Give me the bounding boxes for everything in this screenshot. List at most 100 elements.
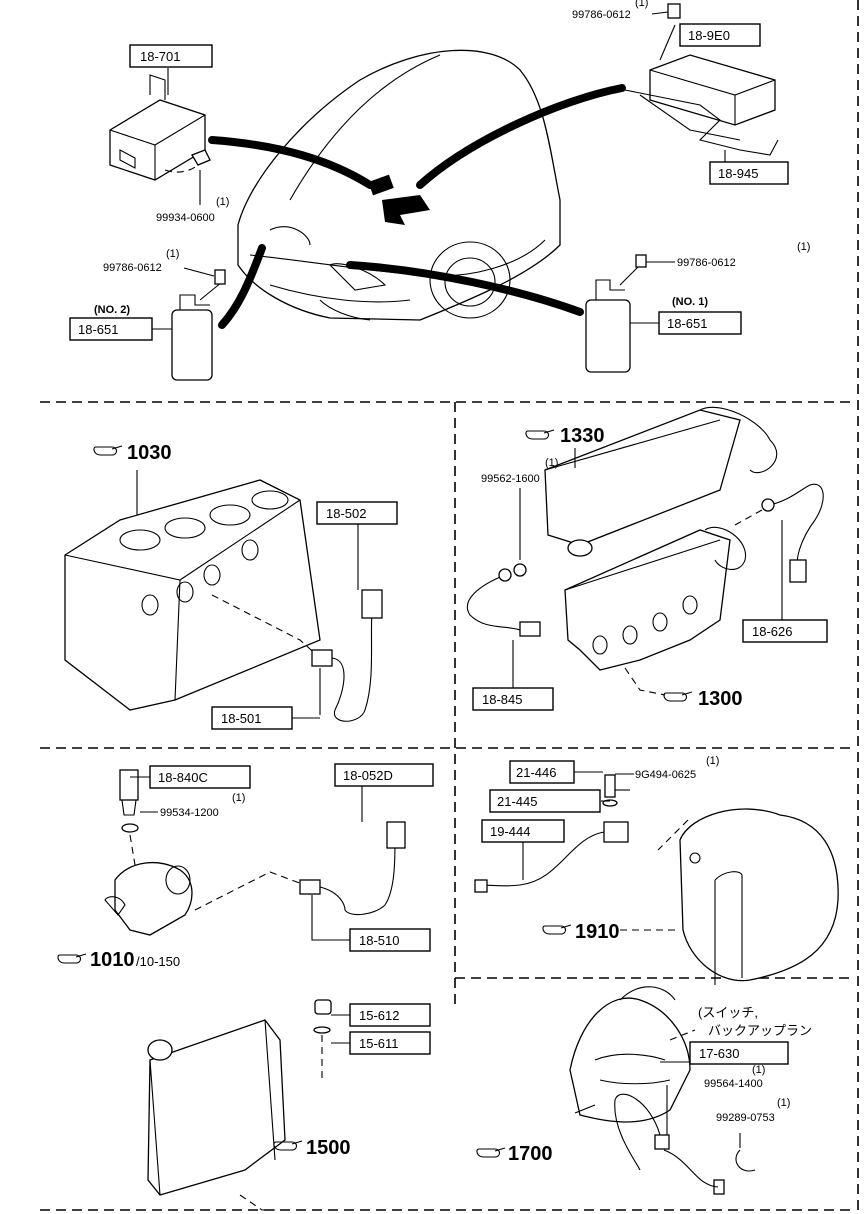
reference-1700[interactable]: 1700 [476,1143,553,1165]
leader-line [574,1104,596,1114]
part-label-19-444: 19-444 [490,824,530,839]
label-box [472,687,554,711]
module-18-701 [109,74,211,181]
label-box [689,1041,789,1065]
leader-line [651,11,669,15]
qty-99562: (1) [545,457,558,469]
pointing-hand-icon [57,953,87,964]
dashed-leader [734,509,763,526]
pointing-hand-icon [273,1140,303,1151]
switch-17-630 [614,1093,725,1195]
part-label-18-701: 18-701 [140,49,180,64]
sensor-18-510 [299,821,406,916]
part-number-99786-0612-left: 99786-0612 [103,262,162,274]
part-label-18-510: 18-510 [359,933,399,948]
label-box [481,819,565,843]
ref-number-1500: 1500 [306,1137,351,1159]
ref-number-1010: 1010 [90,949,135,971]
ref-number-1700: 1700 [508,1143,553,1165]
reference-1030[interactable]: 1030 [93,442,172,464]
part-label-18-052d: 18-052D [343,768,393,783]
dashed-leader [164,164,199,173]
bolt-21-446 [604,774,616,798]
part-number-99934-0600: 99934-0600 [156,212,215,224]
part-label-18-501: 18-501 [221,711,261,726]
label-box [334,763,434,787]
part-label-18-651-no1: 18-651 [667,316,707,331]
part-label-18-945: 18-945 [718,166,758,181]
qty-99564: (1) [752,1064,765,1076]
o2-sensor-18-626 [761,483,824,583]
dashed-leader [194,871,306,911]
qty-99786-right: (1) [797,241,810,253]
label-box [349,928,431,952]
label-box [149,765,251,789]
dashed-leader [129,834,136,866]
horn-18-651-no2 [171,269,226,381]
ref-number-1910: 1910 [575,921,620,943]
part-number-99562-1600: 99562-1600 [481,473,540,485]
radiator-1500 [147,999,332,1196]
note-backup-lamp: バックアップラン [708,1023,812,1038]
note-switch-backup: (スイッチ, [698,1005,758,1020]
dashed-leader [669,1029,696,1041]
connector-line [346,261,584,316]
leader-line [311,895,350,941]
part-label-18-651-no2: 18-651 [78,322,118,337]
dashed-leader [239,1194,275,1211]
qty-99786-left: (1) [166,248,179,260]
exhaust-manifold-1300 [564,526,746,671]
connector-line [218,244,266,329]
horn-no2-label: (NO. 2) [94,304,130,316]
reference-1010[interactable]: 1010 /10-150 [57,949,180,971]
label-box [679,23,761,47]
module-18-9e0 [624,24,779,156]
ref-number-1030: 1030 [127,442,172,464]
part-label-15-612: 15-612 [359,1008,399,1023]
pointing-hand-icon [663,691,693,702]
ref-number-10-150: /10-150 [136,954,180,969]
reference-1300[interactable]: 1300 [663,688,743,710]
reference-1910[interactable]: 1910 [542,921,620,943]
part-label-18-845: 18-845 [482,692,522,707]
o2-sensor-18-845 [466,568,541,637]
reference-1500[interactable]: 1500 [273,1137,351,1159]
part-label-17-630: 17-630 [699,1046,739,1061]
thermostat-housing-1010 [104,861,193,936]
pointing-hand-icon [93,445,123,456]
clip-99289 [735,1149,756,1172]
dashed-leader [624,667,666,696]
reference-1330[interactable]: 1330 [525,425,605,447]
qty-99934: (1) [216,196,229,208]
transmission-1700 [569,986,691,1123]
label-box [509,760,575,784]
label-box [316,501,398,525]
horn-no1-label: (NO. 1) [672,296,708,308]
engine-block-1030 [64,479,321,711]
transaxle-1910 [679,808,839,985]
sensor-18-840c [119,769,139,833]
part-label-18-626: 18-626 [752,624,792,639]
gasket-99562 [513,563,527,577]
label-box [489,789,601,813]
label-box [742,619,828,643]
pointing-hand-icon [525,429,555,440]
part-number-99564-1400: 99564-1400 [704,1078,763,1090]
horn-18-651-no1 [585,254,647,373]
dashed-leader [211,594,321,659]
qty-9g494: (1) [706,755,719,767]
label-box [709,161,789,185]
pointing-hand-icon [542,924,572,935]
pointing-hand-icon [476,1147,506,1158]
part-number-99289-0753: 99289-0753 [716,1112,775,1124]
part-number-9g494-0625: 9G494-0625 [635,769,696,781]
ref-number-1330: 1330 [560,425,605,447]
label-box [129,44,213,68]
part-number-99534-1200: 99534-1200 [160,807,219,819]
sensor-19-444 [474,821,629,893]
part-label-18-502: 18-502 [326,506,366,521]
qty-99786-top: (1) [635,0,648,9]
connector-line [208,136,374,189]
part-label-18-840c: 18-840C [158,770,208,785]
